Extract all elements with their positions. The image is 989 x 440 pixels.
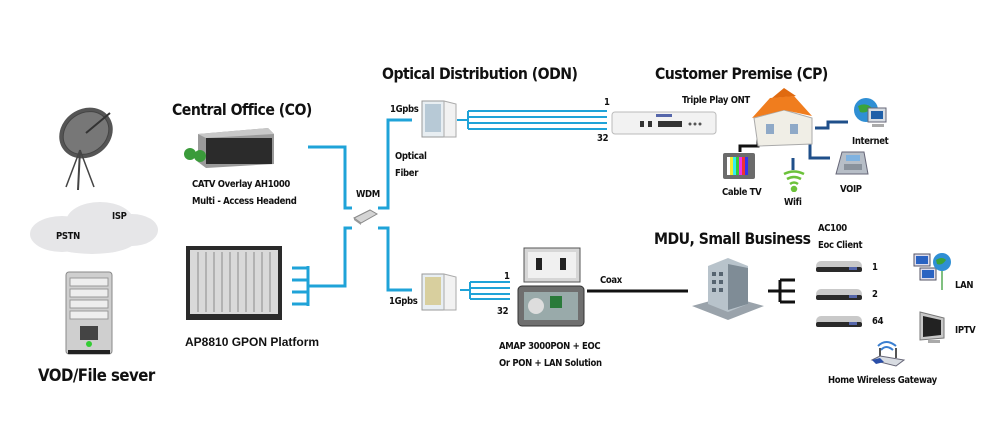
client-label-line1: AC100 bbox=[818, 223, 847, 234]
wireless-router-icon bbox=[870, 336, 906, 368]
vod-server-label: VOD/File sever bbox=[38, 366, 155, 386]
server-icon bbox=[64, 270, 114, 356]
catv-to-wdm-line bbox=[308, 145, 352, 210]
client-number-2: 2 bbox=[872, 289, 878, 300]
iptv-label: IPTV bbox=[955, 325, 976, 336]
eoc-client-2-icon bbox=[815, 286, 863, 302]
home-wireless-gateway-label: Home Wireless Gateway bbox=[828, 375, 937, 386]
odn-cabinet-bottom-icon bbox=[421, 273, 457, 313]
optical-fiber-label-2: Fiber bbox=[395, 168, 419, 179]
office-building-icon bbox=[690, 256, 766, 322]
bottom-splitter-lines bbox=[460, 281, 510, 300]
client-number-64: 64 bbox=[872, 316, 884, 327]
voip-phone-icon bbox=[834, 148, 870, 178]
cloud-icon bbox=[22, 196, 162, 256]
amap-device-icon bbox=[514, 246, 588, 330]
gpon-to-wdm-line bbox=[292, 226, 352, 306]
gpon-platform-label: AP8810 GPON Platform bbox=[185, 335, 320, 349]
section-title-mdu: MDU, Small Business bbox=[654, 229, 811, 248]
eoc-client-64-icon bbox=[815, 313, 863, 329]
wdm-to-odn-top-line bbox=[378, 118, 412, 210]
wdm-to-odn-bottom-line bbox=[378, 226, 412, 292]
mdu-splitter-line bbox=[768, 278, 795, 304]
voip-label: VOIP bbox=[840, 184, 862, 195]
lan-network-icon bbox=[912, 250, 954, 292]
house-voip-link bbox=[808, 140, 830, 160]
client-number-1: 1 bbox=[872, 262, 878, 273]
rate-bottom-label: 1Gpbs bbox=[389, 296, 418, 307]
amap-label-line2: Or PON + LAN Solution bbox=[499, 358, 602, 369]
split-first-top: 1 bbox=[604, 97, 610, 108]
wifi-label: Wifi bbox=[784, 197, 802, 208]
catv-label-line2: Multi - Access Headend bbox=[192, 196, 297, 207]
coax-label: Coax bbox=[600, 275, 622, 286]
pstn-label: PSTN bbox=[56, 231, 80, 242]
rate-top-label: 1Gpbs bbox=[390, 104, 419, 115]
iptv-monitor-icon bbox=[918, 310, 948, 344]
ont-device-icon bbox=[610, 108, 720, 138]
catv-label-line1: CATV Overlay AH1000 bbox=[192, 179, 291, 190]
split-last-top: 32 bbox=[597, 133, 609, 144]
catv-headend-icon bbox=[178, 124, 278, 170]
cable-tv-label: Cable TV bbox=[722, 187, 762, 198]
house-icon bbox=[750, 88, 818, 148]
lan-label: LAN bbox=[955, 280, 974, 291]
wdm-device-icon bbox=[352, 208, 379, 226]
split-last-bottom: 32 bbox=[497, 306, 509, 317]
odn-cabinet-top-icon bbox=[421, 100, 457, 140]
split-first-bottom: 1 bbox=[504, 271, 510, 282]
globe-computer-icon bbox=[852, 96, 888, 130]
optical-fiber-label-1: Optical bbox=[395, 151, 427, 162]
gpon-chassis-icon bbox=[184, 244, 284, 322]
section-title-odn: Optical Distribution (ODN) bbox=[382, 64, 578, 83]
satellite-dish-icon bbox=[48, 95, 128, 195]
wdm-label: WDM bbox=[356, 189, 380, 200]
cable-tv-icon bbox=[722, 152, 756, 182]
ont-label: Triple Play ONT bbox=[682, 95, 750, 106]
top-splitter-lines bbox=[457, 110, 607, 130]
eoc-client-1-icon bbox=[815, 258, 863, 274]
section-title-customer-premise: Customer Premise (CP) bbox=[655, 64, 828, 83]
wifi-icon bbox=[782, 170, 806, 193]
internet-label: Internet bbox=[852, 136, 889, 147]
isp-label: ISP bbox=[112, 211, 127, 222]
house-internet-link bbox=[815, 120, 848, 130]
amap-label-line1: AMAP 3000PON + EOC bbox=[499, 341, 601, 352]
client-label-line2: Eoc Client bbox=[818, 240, 863, 251]
section-title-central-office: Central Office (CO) bbox=[172, 100, 312, 119]
